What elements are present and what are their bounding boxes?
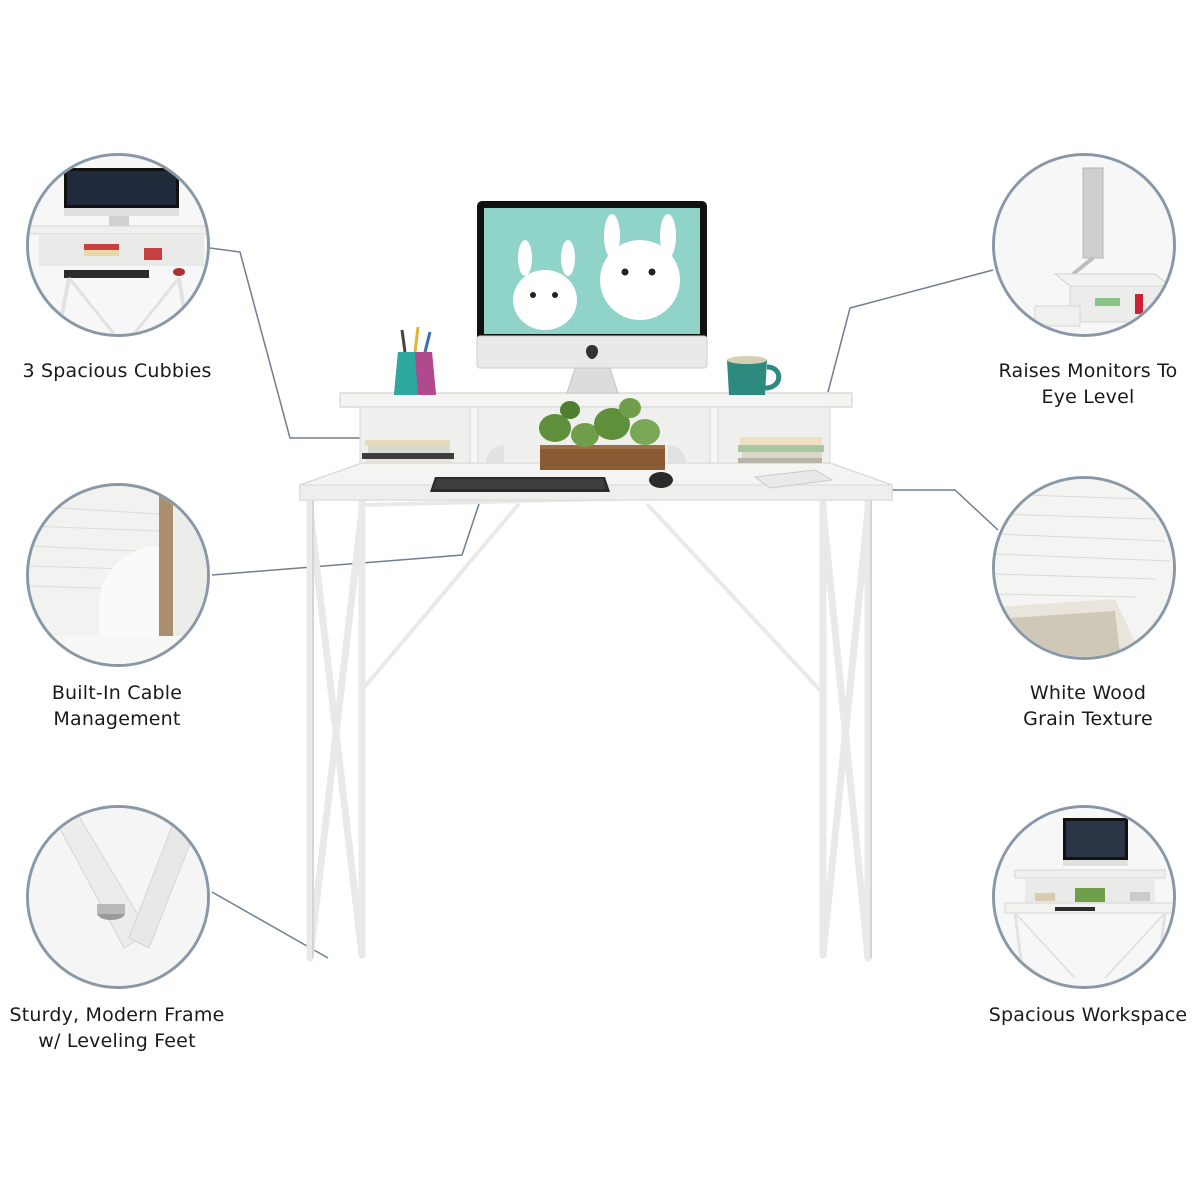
detail-circle-monitors [992,153,1176,337]
feature-label-frame: Sturdy, Modern Frame w/ Leveling Feet [0,1002,237,1054]
detail-circle-woodgrain [992,476,1176,660]
pencil-cup [394,326,436,395]
feature-label-line: 3 Spacious Cubbies [22,360,212,382]
succulents [539,398,660,447]
books-left [362,440,454,463]
hutch-top [339,392,853,408]
mouse [649,472,673,488]
desk-frame [306,494,872,962]
keyboard [430,477,610,492]
feature-label-line: w/ Leveling Feet [38,1030,196,1052]
feature-label-line: Built-In Cable [51,682,183,704]
feature-label-line: Spacious Workspace [988,1004,1188,1026]
callout-line-woodgrain [880,489,999,531]
feature-label-cubbies: 3 Spacious Cubbies [0,358,237,384]
books-right [738,437,824,463]
feature-label-line: Sturdy, Modern Frame [9,1004,225,1026]
feature-label-line: Eye Level [1041,386,1135,408]
feature-label-woodgrain: White Wood Grain Texture [968,680,1200,732]
llama-art [513,214,680,330]
monitor [476,201,708,394]
feature-label-line: White Wood [1029,682,1147,704]
feature-label-cable: Built-In Cable Management [0,680,237,732]
detail-circle-frame [26,805,210,989]
feature-label-workspace: Spacious Workspace [968,1002,1200,1028]
planter [540,445,665,470]
feature-label-line: Grain Texture [1023,708,1153,730]
feature-label-line: Raises Monitors To [998,360,1178,382]
detail-circle-cubbies [26,153,210,337]
callout-line-monitors [827,269,994,393]
feature-label-monitors: Raises Monitors To Eye Level [968,358,1200,410]
callout-line-cubbies [209,247,360,439]
mug [727,356,782,395]
feature-label-line: Management [53,708,181,730]
notebook [753,469,834,489]
desk-frame-shadow [312,498,872,958]
detail-circle-workspace [992,805,1176,989]
detail-circle-cable [26,483,210,667]
